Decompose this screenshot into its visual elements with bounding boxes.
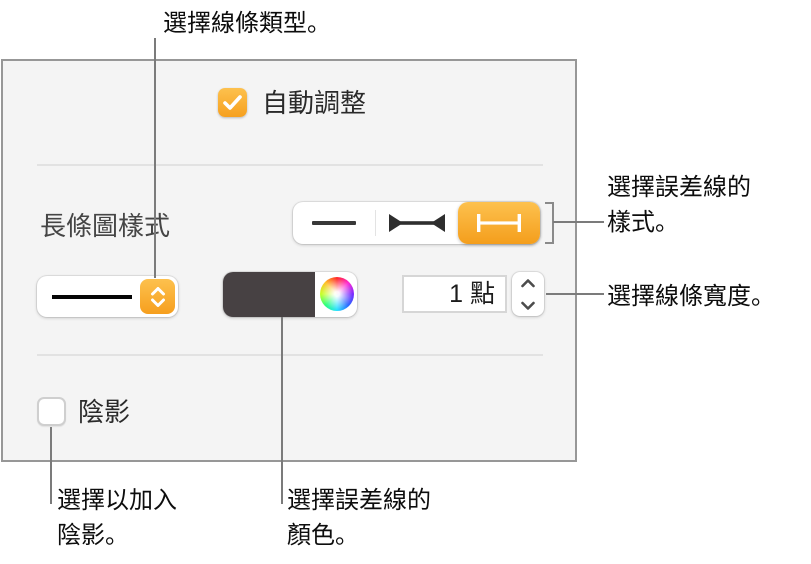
error-bar-style-segmented-control: [293, 202, 540, 244]
error-bar-color-well: [223, 272, 357, 317]
callout-add-shadow: 選擇以加入 陰影。: [57, 483, 177, 553]
callout-line-type: 選擇線條類型。: [163, 10, 331, 37]
stepper-increment-button[interactable]: [512, 272, 544, 294]
section-divider: [37, 164, 543, 166]
callout-error-bar-color-line2: 顏色。: [287, 522, 359, 549]
callout-add-shadow-line2: 陰影。: [57, 522, 129, 549]
segment-separator: [375, 210, 376, 236]
checkmark-icon: [223, 95, 242, 110]
line-width-stepper: [512, 272, 544, 316]
line-width-field[interactable]: 1 點: [402, 275, 507, 313]
line-arrow-caps-icon: [389, 214, 445, 232]
callout-line-add-shadow: [50, 427, 52, 504]
callout-error-bar-style-line2: 樣式。: [607, 209, 679, 236]
callout-error-bar-color: 選擇誤差線的 顏色。: [287, 483, 431, 553]
chevron-down-icon: [521, 301, 535, 310]
callout-error-bar-color-line1: 選擇誤差線的: [287, 487, 431, 514]
stepper-decrement-button[interactable]: [512, 294, 544, 316]
shadow-checkbox[interactable]: [37, 397, 66, 426]
callout-line-width: 選擇線條寬度。: [607, 283, 775, 310]
auto-fit-checkbox[interactable]: [218, 88, 247, 117]
section-divider: [37, 354, 543, 356]
callout-line-error-bar-color: [281, 317, 283, 504]
auto-fit-label: 自動調整: [262, 88, 367, 118]
bar-style-label: 長條圖樣式: [40, 211, 171, 241]
error-bars-settings-panel: 自動調整 長條圖樣式: [1, 59, 577, 462]
segment-line-arrow-caps[interactable]: [376, 202, 458, 244]
popup-chevrons-icon: [140, 279, 175, 314]
line-flat-caps-icon: [477, 214, 521, 232]
segment-line-plain[interactable]: [293, 202, 375, 244]
shadow-label: 陰影: [78, 397, 131, 427]
callout-error-bar-style-line1: 選擇誤差線的: [607, 174, 751, 201]
callout-line-line-type: [154, 38, 156, 278]
color-wheel-icon[interactable]: [320, 277, 354, 311]
callout-bracket-error-bar-style: [545, 202, 554, 244]
callout-line-line-width: [546, 293, 604, 295]
callout-line-error-bar-style: [553, 221, 604, 223]
line-type-popup-button[interactable]: [37, 276, 178, 317]
callout-add-shadow-line1: 選擇以加入: [57, 487, 177, 514]
chevron-up-icon: [521, 278, 535, 287]
callout-error-bar-style: 選擇誤差線的 樣式。: [607, 170, 751, 240]
segment-line-flat-caps[interactable]: [458, 202, 540, 244]
line-plain-icon: [312, 221, 356, 225]
solid-line-sample: [52, 295, 132, 299]
current-color-swatch[interactable]: [223, 272, 315, 317]
